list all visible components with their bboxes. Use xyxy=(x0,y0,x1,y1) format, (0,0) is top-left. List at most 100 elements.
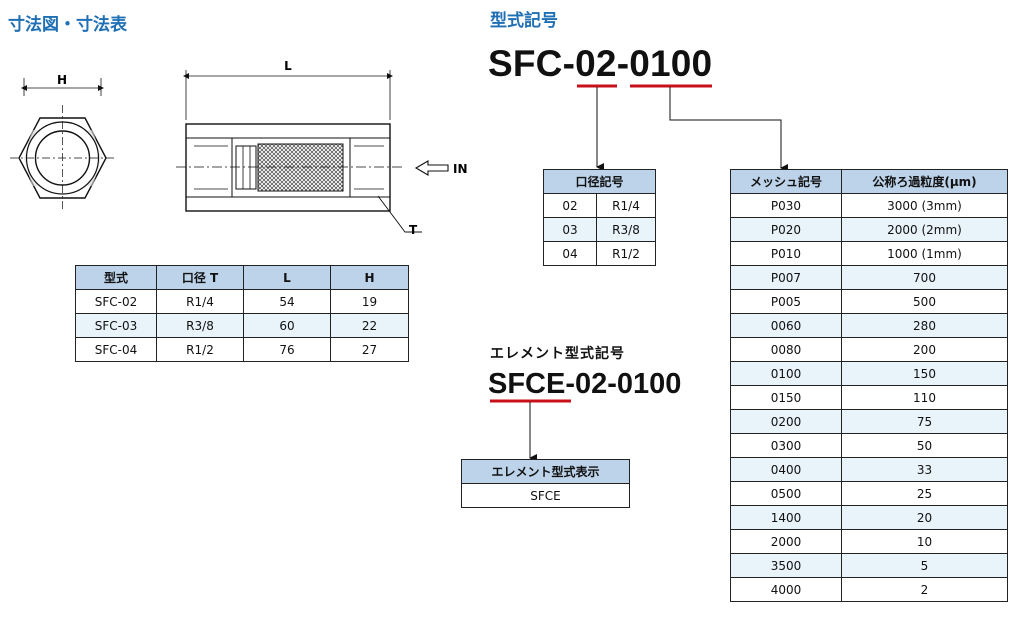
port-table-header: 口径記号 xyxy=(543,169,656,194)
table-row: SFC-02 R1/4 54 19 xyxy=(75,289,409,314)
cell: 0400 xyxy=(730,457,842,482)
cell: 1000 (1mm) xyxy=(841,241,1008,266)
cell: 0200 xyxy=(730,409,842,434)
cell: 500 xyxy=(841,289,1008,314)
hex-end-view xyxy=(10,78,115,212)
cell: 0500 xyxy=(730,481,842,506)
model-code: SFC-02-0100 xyxy=(488,43,712,85)
cell: 50 xyxy=(841,433,1008,458)
mesh-table-header: メッシュ記号 公称ろ過粒度(μm) xyxy=(730,169,1008,194)
port-code-table: 口径記号 02 R1/4 03 R3/8 04 R1/2 xyxy=(543,169,656,266)
cell: 60 xyxy=(243,313,331,338)
cell: P007 xyxy=(730,265,842,290)
element-table-header: エレメント型式表示 xyxy=(461,459,630,484)
cell: 02 xyxy=(543,193,597,218)
element-table: エレメント型式表示 SFCE xyxy=(461,459,630,508)
cell: 0100 xyxy=(730,361,842,386)
cell: 700 xyxy=(841,265,1008,290)
cell: 19 xyxy=(330,289,409,314)
cell: 0060 xyxy=(730,313,842,338)
cell: 0080 xyxy=(730,337,842,362)
side-view xyxy=(176,70,449,233)
cell: P005 xyxy=(730,289,842,314)
table-row: 02 R1/4 xyxy=(543,193,656,218)
dimension-table: 型式 口径 T L H SFC-02 R1/4 54 19 SFC-03 R3/… xyxy=(75,265,409,362)
cell: SFC-03 xyxy=(75,313,157,338)
cell: 0300 xyxy=(730,433,842,458)
header-element-display: エレメント型式表示 xyxy=(461,459,630,484)
cell: 25 xyxy=(841,481,1008,506)
header-port-size: 口径 T xyxy=(156,265,244,290)
cell: 2000 (2mm) xyxy=(841,217,1008,242)
table-row: SFC-04 R1/2 76 27 xyxy=(75,337,409,362)
cell: SFC-02 xyxy=(75,289,157,314)
cell: 75 xyxy=(841,409,1008,434)
cell: 4000 xyxy=(730,577,842,602)
dimension-table-header: 型式 口径 T L H xyxy=(75,265,409,290)
cell: 03 xyxy=(543,217,597,242)
cell: 3000 (3mm) xyxy=(841,193,1008,218)
cell: P030 xyxy=(730,193,842,218)
cell: P020 xyxy=(730,217,842,242)
cell: R3/8 xyxy=(156,313,244,338)
h-label: H xyxy=(57,73,67,87)
cell: 10 xyxy=(841,529,1008,554)
cell: 110 xyxy=(841,385,1008,410)
l-label: L xyxy=(284,59,292,73)
header-model: 型式 xyxy=(75,265,157,290)
element-heading: エレメント型式記号 xyxy=(490,346,625,362)
model-code-mesh: 0100 xyxy=(629,43,713,84)
cell: 27 xyxy=(330,337,409,362)
cell: 54 xyxy=(243,289,331,314)
dimension-drawing: H L T IN xyxy=(10,59,468,237)
cell: 2000 xyxy=(730,529,842,554)
header-h: H xyxy=(330,265,409,290)
cell: SFCE xyxy=(461,483,630,508)
cell: 04 xyxy=(543,241,597,266)
model-heading: 型式記号 xyxy=(490,11,558,31)
element-code-suffix: -02-0100 xyxy=(565,368,682,400)
model-code-port: 02 xyxy=(575,43,617,84)
t-label: T xyxy=(409,223,418,237)
cell: 5 xyxy=(841,553,1008,578)
cell: 22 xyxy=(330,313,409,338)
cell: 0150 xyxy=(730,385,842,410)
mesh-arrow xyxy=(669,87,788,172)
header-port-code: 口径記号 xyxy=(543,169,656,194)
element-code: SFCE-02-0100 xyxy=(488,368,681,401)
cell: 3500 xyxy=(730,553,842,578)
model-code-dash: - xyxy=(616,43,630,84)
cell: 2 xyxy=(841,577,1008,602)
dimension-heading: 寸法図・寸法表 xyxy=(8,15,127,35)
element-code-prefix: SFCE xyxy=(488,368,566,400)
header-l: L xyxy=(243,265,331,290)
cell: R1/2 xyxy=(596,241,656,266)
header-filtration: 公称ろ過粒度(μm) xyxy=(841,169,1008,194)
table-row: SFC-03 R3/8 60 22 xyxy=(75,313,409,338)
cell: R1/4 xyxy=(596,193,656,218)
cell: 200 xyxy=(841,337,1008,362)
cell: SFC-04 xyxy=(75,337,157,362)
header-mesh-code: メッシュ記号 xyxy=(730,169,842,194)
cell: R1/2 xyxy=(156,337,244,362)
cell: R3/8 xyxy=(596,217,656,242)
cell: 76 xyxy=(243,337,331,362)
cell: 20 xyxy=(841,505,1008,530)
